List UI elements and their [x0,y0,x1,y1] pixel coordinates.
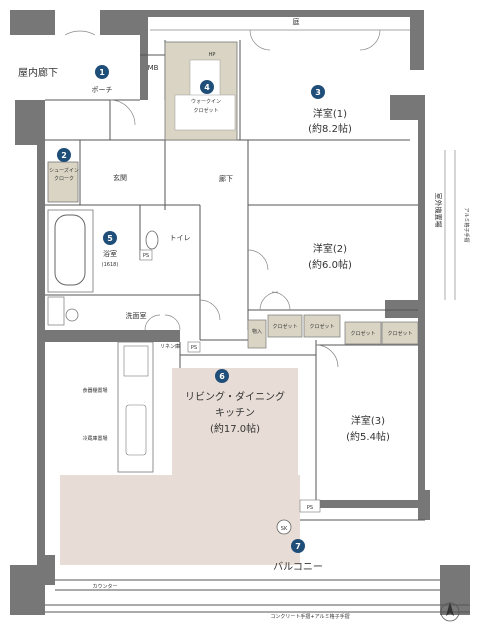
linen-label: リネン庫 [160,343,180,350]
svg-text:3: 3 [315,88,321,97]
ldk-label-2: キッチン [215,407,255,419]
kitchen-counter [117,341,154,473]
bathtub [54,214,86,286]
toilet-label: トイレ [170,234,191,242]
shoes-in-cloak-area [47,161,79,203]
ps-label-2: PS [191,345,197,351]
closet-label-4: クロゼット [387,330,412,337]
room2-size: (約6.0帖) [308,258,352,271]
svg-text:1: 1 [99,68,105,77]
svg-text:6: 6 [219,372,225,381]
room1-label: 洋室(1) [313,107,347,120]
hp-label: HP [209,52,216,58]
room2-label: 洋室(2) [313,242,347,255]
closet-label-2: クロゼット [309,323,334,330]
storage-box [247,319,267,349]
mb-label: MB [148,64,159,72]
closet-room3-a [344,321,382,345]
room1-size: (約8.2帖) [308,122,352,135]
washer-icon [65,308,79,322]
dish-label: 食器棚置場 [82,387,107,394]
svg-text:7: 7 [295,542,301,551]
marker-1: 1 [95,65,109,79]
marker-4: 4 [200,80,214,94]
counter-label: カウンター [92,583,117,590]
closet-room2-b [303,314,341,338]
closet-room2-a [267,314,303,338]
washroom-label: 洗面室 [126,311,147,320]
room3-label: 洋室(3) [351,414,385,427]
closet-label-1: クロゼット [272,323,297,330]
toilet-fixture [145,230,159,250]
bottom-rail-label: コンクリート手摺+アルミ格子手摺 [270,613,349,620]
cloak-label: クローク [54,176,74,182]
marker-7: 7 [291,539,305,553]
niwa-label: 庭 [293,17,300,26]
svg-text:2: 2 [61,151,67,160]
sk-icon [276,519,292,535]
shoes-in-label: シューズイン [49,167,79,174]
svg-text:5: 5 [107,234,113,243]
walkin-label-2: クロゼット [193,107,218,114]
doors [64,29,381,368]
fridge-label: 冷蔵庫置場 [82,435,107,442]
marker-6: 6 [215,369,229,383]
ps-label-3: PS [307,505,313,511]
alumi-rail-label: アルミ格子手摺 [463,208,470,243]
genkan-label: 玄関 [113,173,127,182]
closet-room3-b [381,321,419,345]
ldk-label-1: リビング・ダイニング [185,390,285,403]
ps-label-1: PS [143,253,149,259]
balcony-label: バルコニー [273,561,323,573]
rouka-label: 廊下 [219,174,233,183]
porch-label: ポーチ [92,86,113,94]
outdoor-unit-label: 室外機置場 [434,193,443,228]
bath-size-label: (1618) [102,262,119,268]
closet-label-3: クロゼット [350,330,375,337]
svg-text:4: 4 [204,83,210,92]
walkin-label-1: ウォークイン [191,98,221,105]
marker-3: 3 [311,85,325,99]
storage-label: 物入 [252,328,262,335]
ldk-size: (約17.0帖) [210,422,260,435]
room3-size: (約5.4帖) [346,430,390,443]
bath-label: 浴室 [103,249,117,258]
indoor-corridor-label: 屋内廊下 [18,66,58,79]
sk-label: SK [281,526,288,532]
marker-2: 2 [57,148,71,162]
marker-5: 5 [103,231,117,245]
north-arrow-icon [440,602,460,622]
